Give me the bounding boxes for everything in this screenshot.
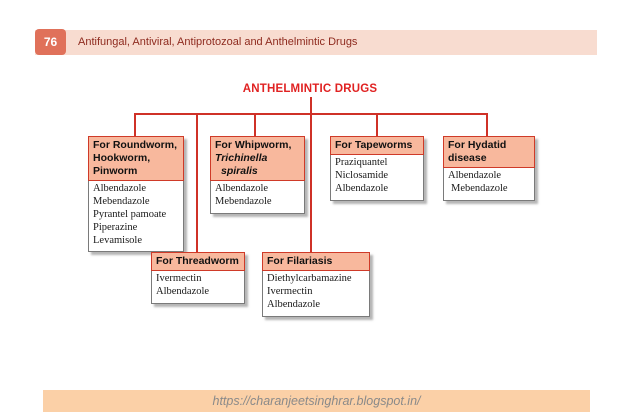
drug-list: Albendazole Mebendazole Pyrantel pamoate… bbox=[88, 181, 184, 253]
class-box-tapeworms: For Tapeworms Praziquantel Niclosamide A… bbox=[330, 136, 424, 201]
drug-name: Mebendazole bbox=[215, 196, 272, 208]
drug-name: Niclosamide bbox=[335, 169, 389, 181]
class-box-header: For Tapeworms bbox=[330, 136, 424, 156]
connector-line-drop-tapeworms bbox=[376, 113, 378, 136]
drug-list: Praziquantel Niclosamide Albendazole bbox=[330, 155, 424, 201]
class-box-whipworm: For Whipworm, Trichinella spiralis Alben… bbox=[210, 136, 305, 214]
connector-line-drop-hydatid bbox=[486, 113, 488, 136]
drug-name: Piperazine bbox=[93, 221, 138, 233]
drug-name: Praziquantel bbox=[335, 157, 388, 169]
drug-name: Ivermectin bbox=[156, 273, 202, 285]
connector-line-center-stem bbox=[310, 97, 312, 252]
drug-name: Albendazole bbox=[448, 170, 502, 182]
header-line: For Threadworm bbox=[156, 255, 239, 267]
footer-bar: https://charanjeetsinghrar.blogspot.in/ bbox=[43, 390, 590, 412]
class-box-filariasis: For Filariasis Diethylcarbamazine Iverme… bbox=[262, 252, 370, 317]
header-line: disease bbox=[448, 152, 487, 165]
class-box-hydatid: For Hydatid disease Albendazole Mebendaz… bbox=[443, 136, 535, 201]
connector-line-horizontal bbox=[134, 113, 488, 115]
drug-list: Albendazole Mebendazole bbox=[210, 181, 305, 214]
header-line: For Filariasis bbox=[267, 255, 333, 267]
drug-list: Diethylcarbamazine Ivermectin Albendazol… bbox=[262, 271, 370, 317]
drug-name: Albendazole bbox=[335, 182, 389, 194]
header-line: For Tapeworms bbox=[335, 139, 413, 151]
class-box-header: For Filariasis bbox=[262, 252, 370, 272]
connector-line-drop-threadworm bbox=[196, 113, 198, 252]
chapter-header-bar bbox=[35, 30, 597, 55]
class-box-roundworm: For Roundworm, Hookworm, Pinworm Albenda… bbox=[88, 136, 184, 253]
footer-url-link[interactable]: https://charanjeetsinghrar.blogspot.in/ bbox=[212, 394, 421, 408]
drug-name: Albendazole bbox=[267, 298, 321, 310]
drug-name: Albendazole bbox=[215, 183, 269, 195]
drug-name: Levamisole bbox=[93, 234, 142, 246]
drug-name: Mebendazole bbox=[93, 196, 150, 208]
connector-line-drop-roundworm bbox=[134, 113, 136, 136]
header-line: For Roundworm, bbox=[93, 139, 177, 151]
class-box-header: For Whipworm, Trichinella spiralis bbox=[210, 136, 305, 182]
drug-list: Albendazole Mebendazole bbox=[443, 168, 535, 201]
header-line: For Whipworm, bbox=[215, 139, 292, 151]
drug-name: Albendazole bbox=[156, 285, 210, 297]
drug-name: Albendazole bbox=[93, 183, 147, 195]
page-number-badge: 76 bbox=[35, 29, 66, 55]
drug-name: Ivermectin bbox=[267, 285, 313, 297]
class-box-header: For Hydatid disease bbox=[443, 136, 535, 169]
drug-list: Ivermectin Albendazole bbox=[151, 271, 245, 304]
header-line: Pinworm bbox=[93, 165, 138, 178]
diagram-title: ANTHELMINTIC DRUGS bbox=[242, 83, 378, 95]
header-line: Trichinella bbox=[215, 152, 268, 165]
drug-name: Mebendazole bbox=[451, 183, 508, 195]
chapter-title: Antifungal, Antiviral, Antiprotozoal and… bbox=[78, 36, 358, 48]
connector-line-drop-whipworm bbox=[254, 113, 256, 136]
header-line: For Hydatid bbox=[448, 139, 507, 151]
header-line: spiralis bbox=[221, 165, 258, 178]
class-box-header: For Roundworm, Hookworm, Pinworm bbox=[88, 136, 184, 182]
class-box-threadworm: For Threadworm Ivermectin Albendazole bbox=[151, 252, 245, 304]
header-line: Hookworm, bbox=[93, 152, 151, 165]
class-box-header: For Threadworm bbox=[151, 252, 245, 272]
drug-name: Diethylcarbamazine bbox=[267, 273, 352, 285]
drug-name: Pyrantel pamoate bbox=[93, 208, 167, 220]
